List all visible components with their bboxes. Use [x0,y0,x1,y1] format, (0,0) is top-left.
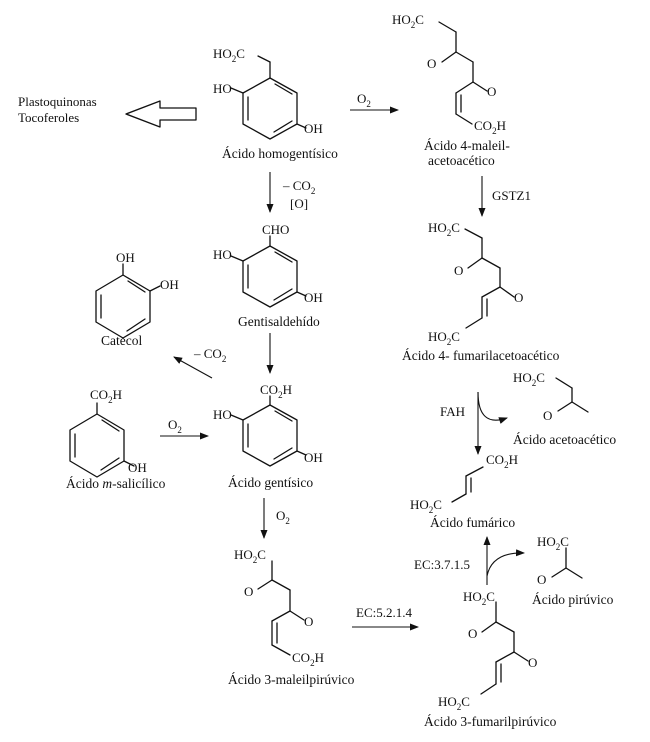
svg-text:HO: HO [213,81,232,96]
svg-text:CO2H: CO2H [260,382,292,400]
m-salicylic-acid-structure: CO2H OH [69,387,147,478]
label-ec-5214: EC:5.2.1.4 [356,605,412,620]
label-m-salicylic-acid: Ácido m-salicílico [66,476,166,491]
svg-text:HO: HO [213,407,232,422]
svg-text:O: O [304,614,313,629]
gentisic-acid-structure: CO2H HO OH [213,382,323,467]
svg-text:O: O [487,84,496,99]
svg-text:HO2C: HO2C [513,370,545,388]
svg-text:O: O [528,655,537,670]
label-gentisic-acid: Ácido gentísico [228,475,313,490]
fumarylacetoacetic-acid-structure: HO2C O O HO2C [428,220,523,347]
svg-text:O: O [244,584,253,599]
svg-text:OH: OH [128,460,147,475]
svg-text:O: O [468,626,477,641]
label-maleylacetoacetic-line1: Ácido 4-maleil- [424,138,510,153]
label-o2-top: O2 [357,91,371,109]
svg-text:HO2C: HO2C [428,220,460,238]
hollow-arrow-to-plastoquinonas [125,100,197,128]
svg-text:CO2H: CO2H [292,650,324,668]
label-catechol: Catecol [101,333,142,348]
svg-text:HO2C: HO2C [438,694,470,712]
arrow-to-catechol [173,356,213,379]
label-maleylpyruvic-acid: Ácido 3-maleilpirúvico [228,672,355,687]
label-acetoacetic-acid: Ácido acetoacético [513,432,616,447]
label-fumaric-acid: Ácido fumárico [430,515,515,530]
arrow-to-pyruvic [486,549,525,577]
label-plastoquinonas: Plastoquinonas [18,94,97,109]
label-oxidation: [O] [290,196,308,211]
svg-text:O: O [537,572,546,587]
pyruvic-acid-structure: HO2C O [537,534,583,587]
label-fumarylacetoacetic: Ácido 4- fumarilacetoacético [402,348,560,363]
svg-text:HO2C: HO2C [234,547,266,565]
label-ec-3715: EC:3.7.1.5 [414,557,470,572]
svg-text:OH: OH [304,450,323,465]
catechol-structure: OH OH [95,250,179,339]
acetoacetic-acid-structure: HO2C O [513,370,589,423]
svg-text:HO2C: HO2C [463,589,495,607]
label-fah: FAH [440,404,465,419]
svg-text:O: O [454,263,463,278]
gentisaldehyde-structure: CHO HO OH [213,222,323,308]
fumaric-acid-structure: CO2H HO2C [410,452,518,515]
label-gentisaldehyde: Gentisaldehído [238,314,320,329]
homogentisic-acid-structure: HO2C HO OH [213,46,323,140]
label-maleylacetoacetic-line2: acetoacético [428,153,495,168]
label-homogentisic-acid: Ácido homogentísico [222,146,338,161]
svg-text:HO2C: HO2C [213,46,245,64]
svg-text:O: O [543,408,552,423]
svg-text:HO2C: HO2C [537,534,569,552]
svg-text:O: O [514,290,523,305]
svg-text:HO2C: HO2C [428,329,460,347]
svg-text:CO2H: CO2H [90,387,122,405]
label-pyruvic-acid: Ácido pirúvico [532,592,614,607]
svg-text:CHO: CHO [262,222,289,237]
label-minus-co2-catechol: – CO2 [193,346,226,364]
svg-text:HO2C: HO2C [392,12,424,30]
svg-text:OH: OH [116,250,135,265]
arrow-fah [477,391,508,424]
svg-text:OH: OH [160,277,179,292]
svg-text:HO2C: HO2C [410,497,442,515]
label-minus-co2-top: – CO2 [282,178,315,196]
svg-text:OH: OH [304,290,323,305]
label-fumarylpyruvic-acid: Ácido 3-fumarilpirúvico [424,714,557,729]
fumarylpyruvic-acid-structure: HO2C O O HO2C [438,589,537,712]
svg-text:OH: OH [304,121,323,136]
label-o2-gentisic: O2 [276,508,290,526]
maleylacetoacetic-acid-structure: HO2C O O CO2H [392,12,506,136]
label-gstz1: GSTZ1 [492,188,531,203]
svg-text:CO2H: CO2H [486,452,518,470]
svg-text:HO: HO [213,247,232,262]
svg-text:O: O [427,56,436,71]
maleylpyruvic-acid-structure: HO2C O O CO2H [234,547,324,668]
label-o2-salicylic: O2 [168,417,182,435]
label-tocoferoles: Tocoferoles [18,110,79,125]
svg-text:CO2H: CO2H [474,118,506,136]
